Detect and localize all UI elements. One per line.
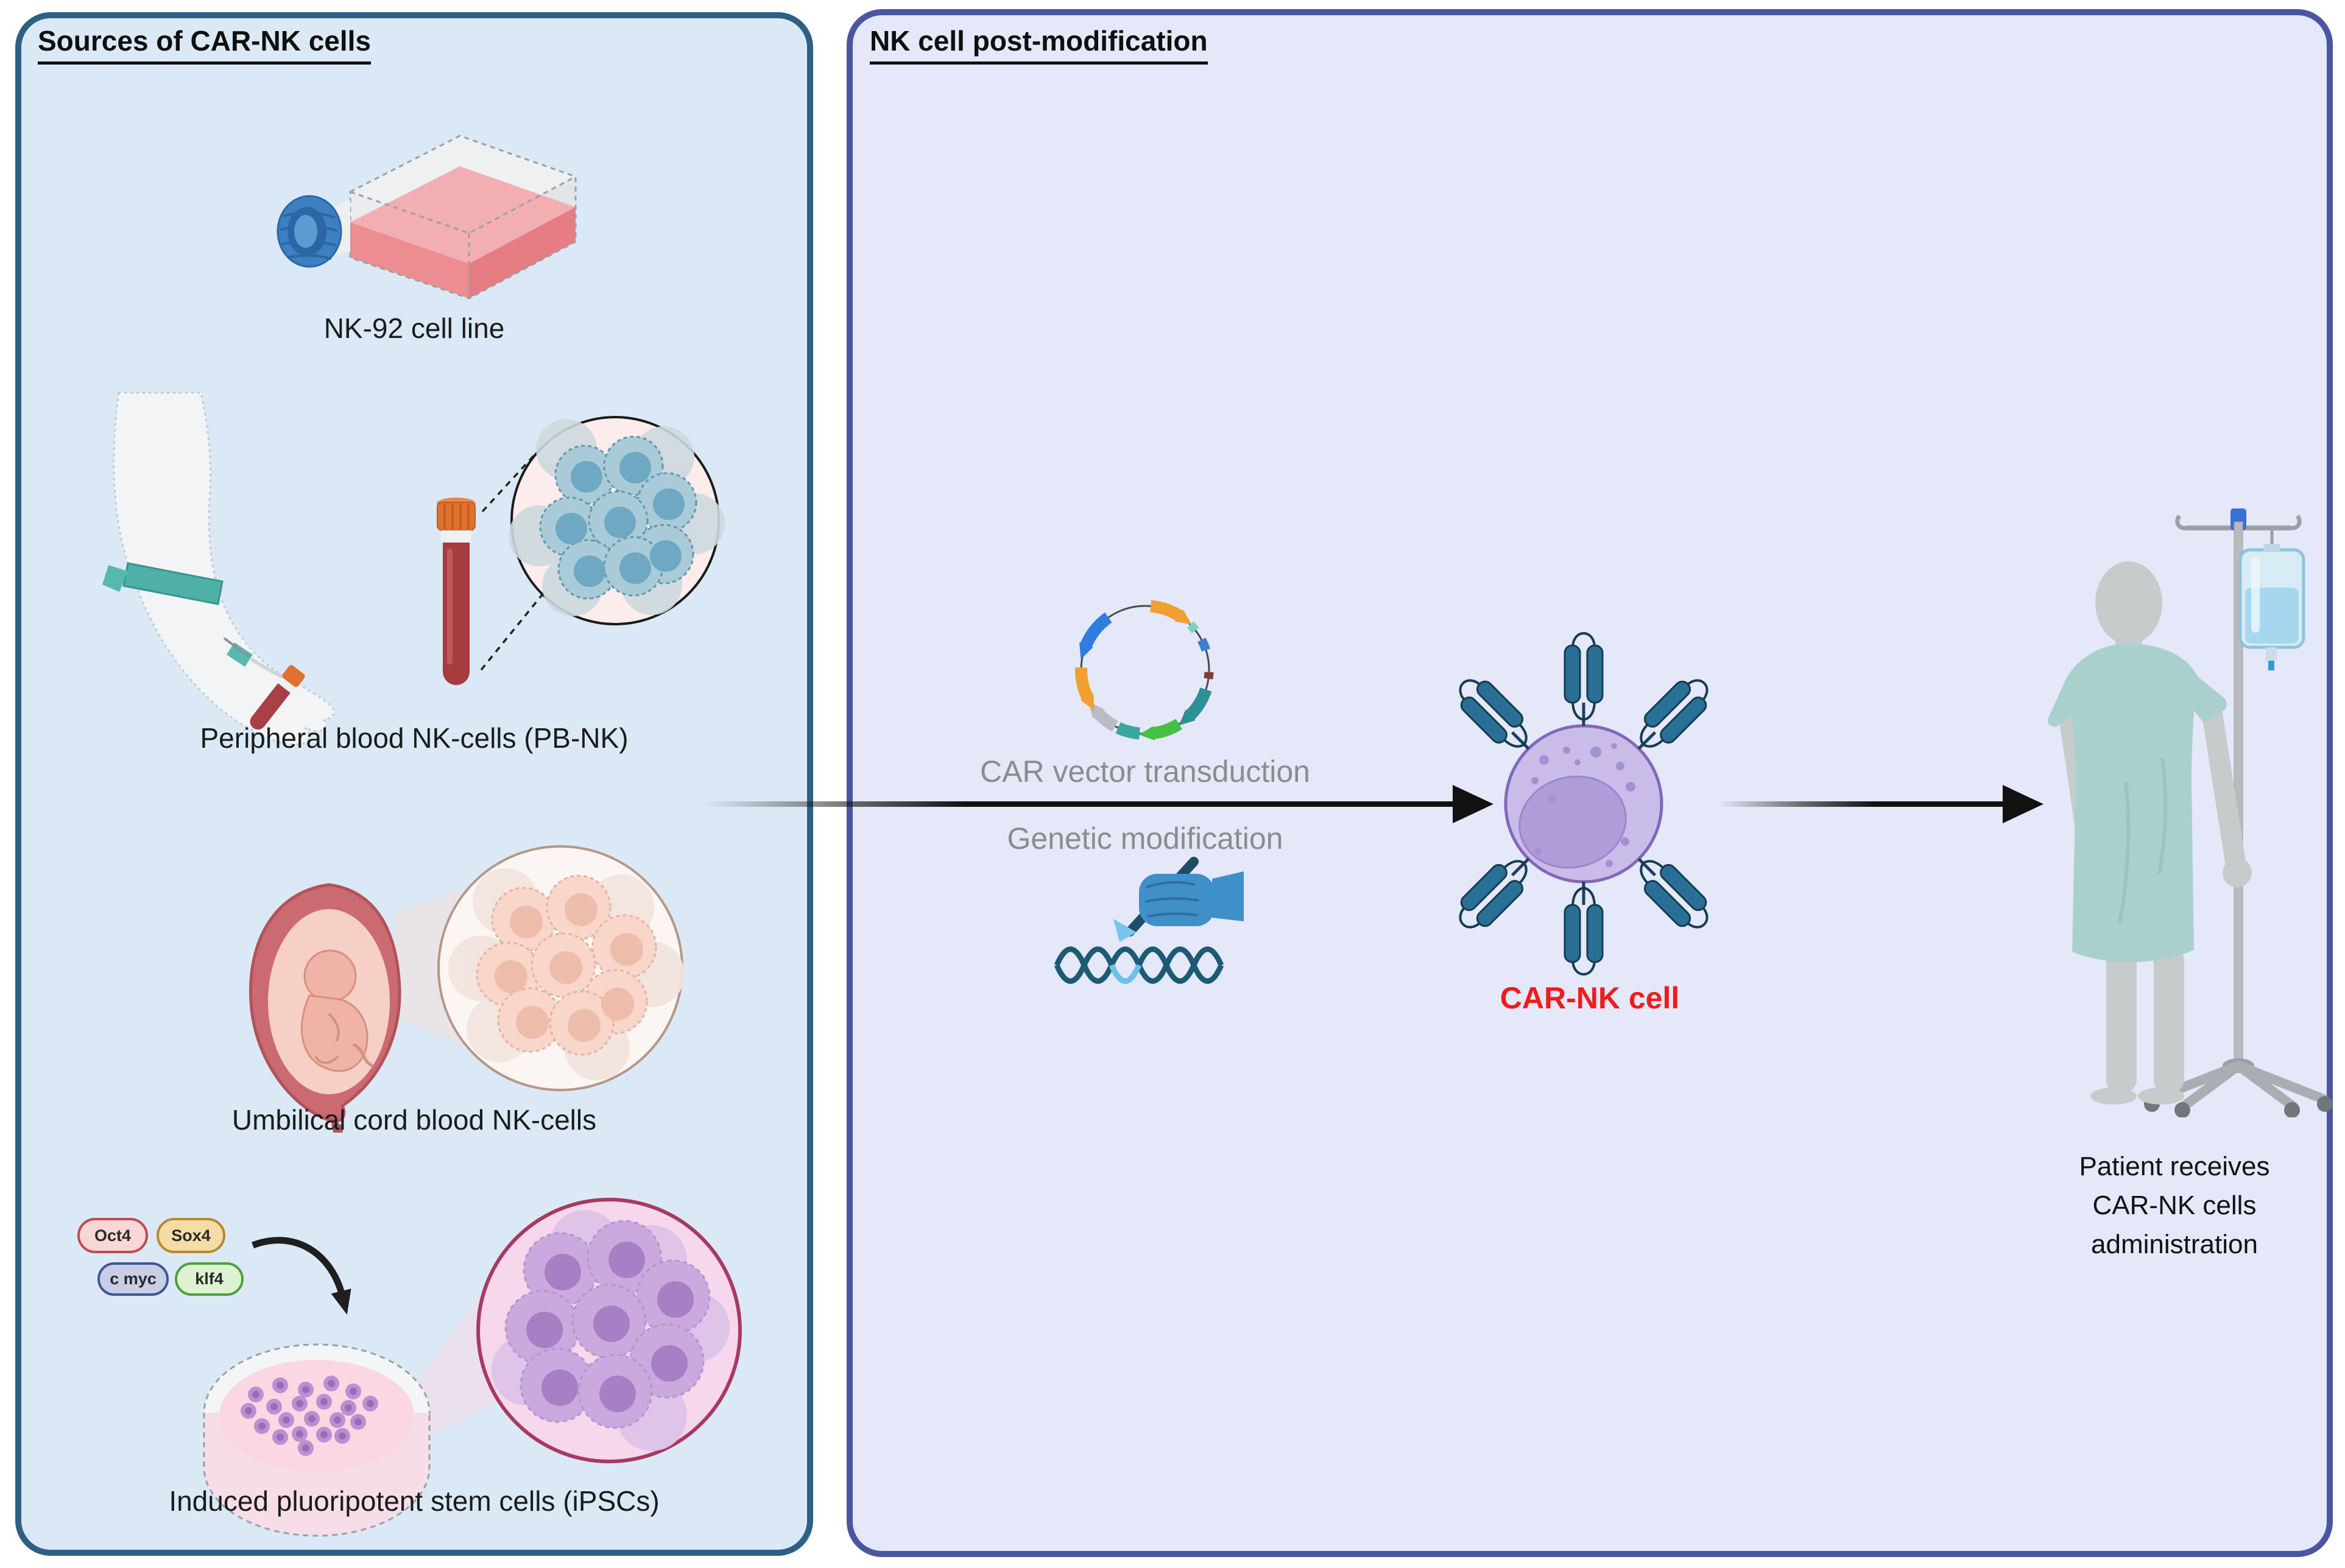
ipsc-colonies bbox=[241, 1376, 378, 1456]
ipsc-label: Induced pluoripotent stem cells (iPSCs) bbox=[169, 1485, 660, 1517]
plasmid-icon bbox=[1075, 600, 1214, 741]
patient-caption-line: administration bbox=[2091, 1229, 2258, 1259]
factor-pill-sox4: Sox4 bbox=[157, 1218, 225, 1253]
iv-bag-icon bbox=[2238, 544, 2305, 670]
step-label-genetic-modification: Genetic modification bbox=[1007, 821, 1283, 856]
magnify-line bbox=[481, 451, 538, 513]
patient-caption-line: CAR-NK cells bbox=[2092, 1190, 2257, 1220]
factor-pill-cmyc: c myc bbox=[97, 1262, 169, 1296]
patient-icon bbox=[2047, 508, 2333, 1117]
reprogramming-arrow-icon bbox=[252, 1237, 351, 1315]
womb-icon bbox=[249, 883, 401, 1133]
post-modification-panel-title: NK cell post-modification bbox=[870, 24, 1208, 65]
magnify-cone bbox=[409, 1265, 501, 1436]
sources-panel-title: Sources of CAR-NK cells bbox=[38, 24, 372, 65]
factor-pill-klf4: klf4 bbox=[175, 1262, 244, 1296]
flow-arrow-icon bbox=[1719, 785, 2044, 823]
car-nk-cell-label: CAR-NK cell bbox=[1500, 981, 1680, 1015]
ipsc-cells-inset-icon bbox=[476, 1198, 742, 1463]
culture-flask-icon bbox=[277, 135, 577, 300]
blood-tube-icon bbox=[437, 497, 476, 685]
gene-editing-icon bbox=[1054, 857, 1244, 984]
petri-dish-icon bbox=[203, 1343, 431, 1537]
nk-cells-inset-icon bbox=[509, 416, 725, 625]
step-label-transduction: CAR vector transduction bbox=[980, 754, 1310, 789]
ipsc-illustration bbox=[203, 1198, 742, 1537]
pbnk-label: Peripheral blood NK-cells (PB-NK) bbox=[200, 722, 629, 754]
patient-silhouette bbox=[2047, 561, 2252, 1105]
ucb-label: Umbilical cord blood NK-cells bbox=[231, 1104, 597, 1136]
flow-arrow-icon bbox=[704, 785, 1493, 823]
dna-edited-segment bbox=[1109, 964, 1142, 984]
blood-draw-arm-icon bbox=[102, 392, 335, 746]
car-nk-cell-icon bbox=[1413, 621, 1754, 986]
patient-caption: Patient receives CAR-NK cells administra… bbox=[1998, 1147, 2345, 1264]
patient-caption-line: Patient receives bbox=[2079, 1151, 2270, 1181]
ucb-illustration bbox=[249, 845, 685, 1133]
cord-blood-cells-inset-icon bbox=[437, 845, 685, 1091]
nk92-label: NK-92 cell line bbox=[323, 312, 505, 344]
factor-pill-oct4: Oct4 bbox=[77, 1218, 148, 1253]
pbnk-illustration bbox=[102, 392, 725, 746]
iv-pole-icon bbox=[2144, 508, 2333, 1117]
magnify-line bbox=[480, 585, 551, 671]
